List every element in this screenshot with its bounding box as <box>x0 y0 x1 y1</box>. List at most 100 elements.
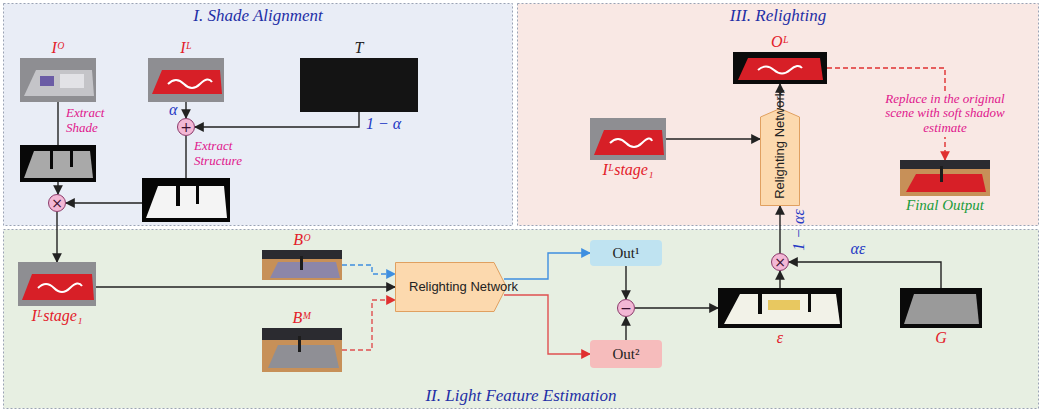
residual-map <box>718 288 842 328</box>
edge-label-box: αε <box>851 240 866 258</box>
network-block: Relighting Network <box>760 108 800 206</box>
photo-ground <box>18 262 96 306</box>
operator-circle: × <box>48 194 66 212</box>
edge-label-box: Extract Structure <box>194 139 260 169</box>
operator-circle: × <box>771 253 789 271</box>
edge-label-box: 1 − αε <box>790 209 808 251</box>
player-silhouette <box>808 294 811 312</box>
shade-map <box>20 145 96 182</box>
panel-background <box>4 230 1039 409</box>
shade-patch <box>904 294 979 324</box>
relit-logo <box>733 52 827 84</box>
edge-label: α <box>169 101 177 119</box>
residual-spot <box>768 300 800 310</box>
crowd-strip <box>262 250 342 280</box>
player-silhouette <box>758 292 762 314</box>
image-label: Final Output <box>906 197 984 214</box>
court-patch <box>24 70 94 96</box>
logo-photo <box>148 58 224 102</box>
image-tile: Iᴸstage₁ <box>18 262 96 306</box>
operator-symbol: × <box>51 196 63 210</box>
aligned-logo-photo <box>590 118 666 160</box>
crowd-strip <box>262 328 342 372</box>
connector-arrow <box>342 265 395 274</box>
panel-title: I. Shade Alignment <box>193 6 323 26</box>
photo-ground <box>142 178 230 222</box>
logo-patch <box>60 74 84 88</box>
image-tile: Iᴼ <box>20 58 96 102</box>
player-silhouette <box>300 256 303 270</box>
connector-arrow <box>195 112 359 127</box>
connector-arrow <box>635 307 718 308</box>
image-tile: Oᴸ <box>733 52 827 84</box>
logo-patch <box>594 130 664 155</box>
connector-arrow <box>779 84 780 108</box>
connector-arrow <box>504 295 590 354</box>
photo-ground <box>900 288 982 328</box>
network-label: Relighting Network <box>772 115 788 199</box>
edge-label: αε <box>851 240 866 258</box>
structure-map <box>142 178 230 222</box>
image-label: Iᴸ <box>180 39 192 57</box>
connector-arrow <box>185 102 186 118</box>
image-tile: G <box>900 288 982 328</box>
logo-patch <box>152 70 222 94</box>
connector-arrow <box>779 271 780 288</box>
connector-arrow <box>666 138 760 139</box>
original-photo <box>20 58 96 102</box>
network-block: Relighting Network <box>395 262 507 312</box>
logo-stroke <box>610 138 652 147</box>
panel-title: III. Relighting <box>730 6 826 26</box>
network-shape <box>396 263 507 312</box>
edge-label: Extract Shade <box>66 106 128 136</box>
logo-patch <box>40 76 54 86</box>
aligned-logo-photo <box>18 262 96 306</box>
image-tile: Final Output <box>900 160 990 196</box>
shade-patch <box>24 151 93 178</box>
photo-ground <box>733 52 827 84</box>
player-silhouette <box>940 166 943 182</box>
image-tile: Bᴼ <box>262 250 342 280</box>
image-tile: T <box>300 58 418 112</box>
image-label: Iᴸstage₁ <box>602 161 653 179</box>
edge-label: Replace in the original scene with soft … <box>872 91 1018 138</box>
edge-label-box: 1 − α <box>366 115 401 133</box>
mask-patch <box>268 345 339 368</box>
edge-label: Extract Structure <box>194 139 260 169</box>
operator-symbol: + <box>180 120 192 134</box>
scene-photo <box>262 250 342 280</box>
image-tile: ε <box>718 288 842 328</box>
image-label: ε <box>777 329 783 347</box>
output-box: Out¹ <box>590 240 662 266</box>
logo-patch <box>270 262 340 278</box>
image-label: Iᴸstage₁ <box>31 307 82 325</box>
logo-patch <box>22 274 94 300</box>
logo-stroke <box>758 66 802 74</box>
image-label: Iᴼ <box>52 39 65 57</box>
image-label: Oᴸ <box>771 33 789 51</box>
player-silhouette <box>298 336 301 352</box>
connector-arrow <box>779 206 780 253</box>
connector-arrow <box>56 212 57 262</box>
operator-circle: + <box>177 118 195 136</box>
image-tile: Iᴸstage₁ <box>590 118 666 160</box>
photo-ground <box>590 118 666 160</box>
logo-patch <box>906 174 986 192</box>
network-label: Relighting Network <box>409 279 493 295</box>
scene-photo <box>262 328 342 372</box>
image-tile: Iᴸ <box>148 58 224 102</box>
edge-label: 1 − αε <box>790 209 808 251</box>
court-floor <box>900 169 990 196</box>
network-shape <box>761 109 800 206</box>
photo-ground <box>148 58 224 102</box>
panel-background <box>4 4 513 226</box>
panel-title: II. Light Feature Estimation <box>425 386 616 406</box>
edge-label: 1 − α <box>366 115 401 133</box>
image-label: Bᴼ <box>293 231 310 249</box>
edge-label-box: α <box>169 101 177 119</box>
image-label: Bᴹ <box>293 309 312 327</box>
image-tile: Bᴹ <box>262 328 342 372</box>
connector-arrow <box>625 266 626 299</box>
operator-symbol: − <box>620 301 632 315</box>
texture-map <box>300 58 418 112</box>
